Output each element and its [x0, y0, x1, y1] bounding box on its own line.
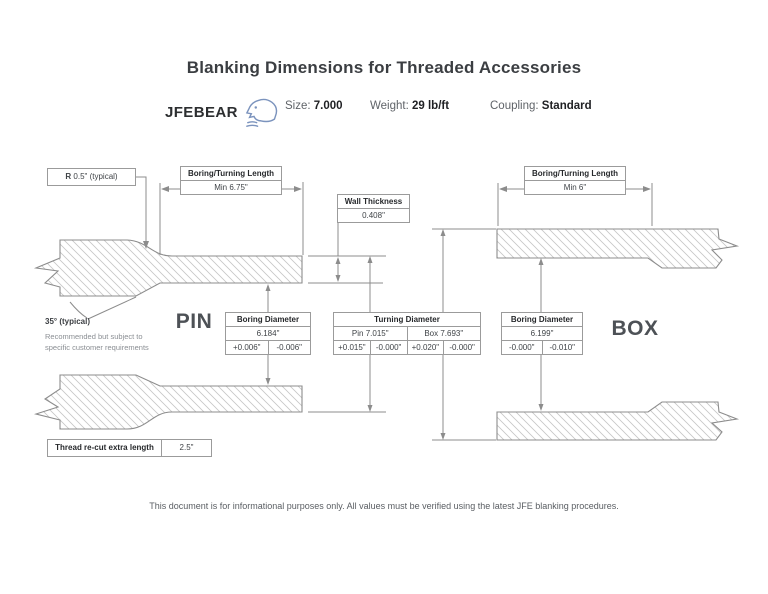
bt-right-title: Boring/Turning Length — [525, 167, 625, 181]
bt-left-value: Min 6.75" — [214, 183, 248, 192]
radius-prefix: R — [65, 172, 72, 181]
turning-pin-tol-plus: +0.015" — [338, 343, 366, 352]
bt-right-arrowhead-left — [499, 186, 507, 192]
footer-disclaimer: This document is for informational purpo… — [149, 501, 619, 511]
bt-left-label-box: Boring/Turning Length Min 6.75" — [180, 166, 282, 195]
size-value: 7.000 — [313, 100, 343, 112]
pin-caption: PIN — [175, 310, 213, 333]
pin-boring-tol-minus: -0.006" — [267, 341, 311, 354]
bear-icon — [245, 98, 278, 127]
pin-boring-arrowhead-up — [265, 284, 271, 291]
turning-box-tol-minus: -0.000" — [443, 341, 480, 354]
spec-coupling: Coupling: Standard — [490, 100, 592, 112]
bt-left-title: Boring/Turning Length — [181, 167, 281, 181]
box-boring-value: 6.199" — [530, 329, 554, 338]
wall-thickness-label-box: Wall Thickness 0.408" — [337, 194, 410, 223]
box-boring-tol-plus: -0.000" — [508, 343, 535, 352]
turning-box-value: Box 7.693" — [406, 327, 481, 340]
bt-right-arrowhead-right — [643, 186, 651, 192]
box-upper-cross-section — [496, 228, 740, 269]
bt-left-arrowhead-right — [294, 186, 302, 192]
spec-weight: Weight: 29 lb/ft — [370, 100, 449, 112]
angle-arc — [69, 301, 88, 319]
pin-turning-arrowhead-up — [367, 256, 373, 263]
box-turning-arrowhead-down — [440, 433, 446, 440]
wall-value: 0.408" — [362, 211, 385, 220]
thread-recut-value: 2.5" — [161, 440, 211, 456]
radius-leader-line — [134, 176, 147, 243]
coupling-value: Standard — [541, 100, 592, 112]
turning-box-tol-plus: +0.020" — [406, 341, 444, 354]
box-boring-title: Boring Diameter — [510, 315, 574, 324]
turning-pin-value: Pin 7.015" — [351, 329, 389, 338]
wall-arrowhead-down — [335, 275, 341, 282]
wall-arrowhead-up — [335, 257, 341, 264]
angle-note-line2: specific customer requirements — [45, 343, 149, 352]
pin-boring-tol-plus: +0.006" — [232, 343, 261, 352]
wall-title: Wall Thickness — [338, 195, 409, 209]
logo: JFEBEAR — [165, 96, 282, 128]
pin-lower-cross-section — [33, 374, 303, 430]
page-title: Blanking Dimensions for Threaded Accesso… — [186, 58, 582, 77]
bt-right-value: Min 6" — [563, 183, 587, 192]
box-caption: BOX — [611, 317, 659, 340]
radius-arrowhead — [143, 241, 149, 249]
radius-text: 0.5" (typical) — [71, 172, 118, 181]
logo-text: JFEBEAR — [165, 103, 238, 121]
taper-extension-line — [87, 296, 137, 320]
bt-left-arrowhead-left — [161, 186, 169, 192]
pin-boring-value: 6.184" — [256, 329, 280, 338]
spec-size: Size: 7.000 — [285, 100, 343, 112]
box-boring-table: Boring Diameter 6.199" -0.000" -0.010" — [501, 312, 583, 355]
weight-value: 29 lb/ft — [411, 100, 450, 112]
box-boring-arrowhead-down — [538, 404, 544, 411]
thread-recut-label: Thread re-cut extra length — [55, 443, 154, 452]
coupling-label: Coupling: — [490, 100, 539, 112]
angle-title: 35° (typical) — [45, 317, 90, 326]
box-boring-tol-minus: -0.010" — [541, 341, 583, 354]
angle-note-line1: Recommended but subject to — [45, 332, 143, 341]
size-label: Size: — [285, 100, 311, 112]
pin-boring-table: Boring Diameter 6.184" +0.006" -0.006" — [225, 312, 311, 355]
pin-turning-arrowhead-down — [367, 405, 373, 412]
pin-boring-arrowhead-down — [265, 378, 271, 385]
box-lower-cross-section — [496, 401, 740, 441]
pin-upper-cross-section — [33, 239, 303, 297]
bt-right-label-box: Boring/Turning Length Min 6" — [524, 166, 626, 195]
turning-pin-tol-minus: -0.000" — [369, 341, 407, 354]
pin-boring-title: Boring Diameter — [236, 315, 300, 324]
radius-label-box: R 0.5" (typical) — [47, 168, 136, 186]
turning-title: Turning Diameter — [374, 315, 440, 324]
arrowheads — [143, 186, 651, 440]
box-turning-arrowhead-up — [440, 229, 446, 236]
box-boring-arrowhead-up — [538, 258, 544, 265]
weight-label: Weight: — [370, 100, 409, 112]
thread-recut-table: Thread re-cut extra length 2.5" — [47, 439, 212, 457]
turning-diameter-table: Turning Diameter Pin 7.015" Box 7.693" +… — [333, 312, 481, 355]
